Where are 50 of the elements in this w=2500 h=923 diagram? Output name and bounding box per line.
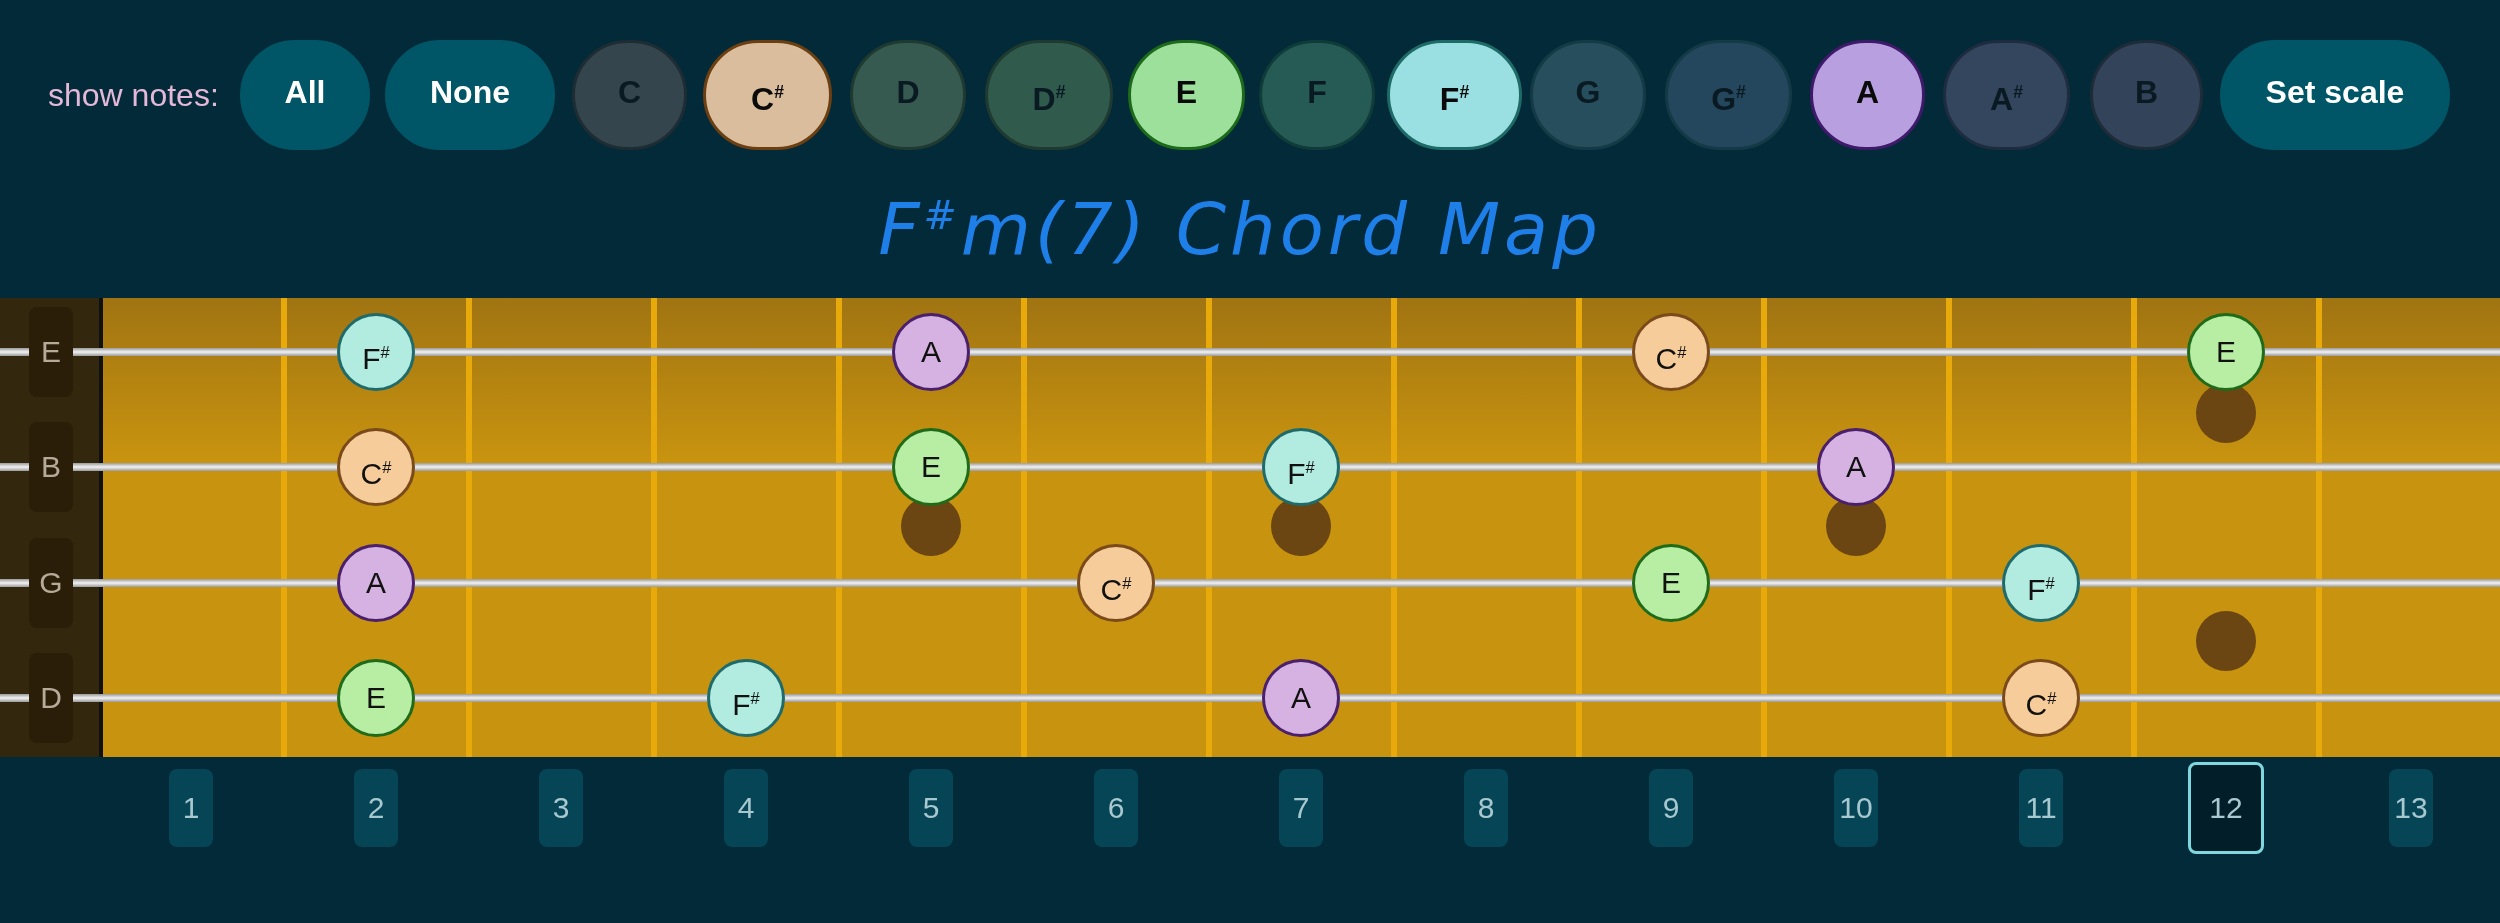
string-label: G <box>29 538 73 628</box>
note-marker: C$^{#}$ <box>1632 313 1710 391</box>
note-marker: F$^{#}$ <box>707 659 785 737</box>
fret-number: 5 <box>909 769 953 847</box>
note-toggle-button: F$^{#}$ <box>1387 40 1522 150</box>
note-toggle-button: A <box>1810 40 1925 150</box>
note-marker: C$^{#}$ <box>337 428 415 506</box>
fret-number: 11 <box>2019 769 2063 847</box>
note-marker: F$^{#}$ <box>2002 544 2080 622</box>
note-toggle-button: B <box>2090 40 2203 150</box>
fret-number: 13 <box>2389 769 2433 847</box>
note-toggle-button: G$^{#}$ <box>1665 40 1792 150</box>
fret-number: 6 <box>1094 769 1138 847</box>
fret-number: 2 <box>354 769 398 847</box>
select-all-button: All <box>240 40 370 150</box>
note-marker: C$^{#}$ <box>1077 544 1155 622</box>
fretboard <box>103 298 2500 757</box>
fret-number: 10 <box>1834 769 1878 847</box>
note-toggle-button: F <box>1259 40 1375 150</box>
fret-number: 7 <box>1279 769 1323 847</box>
note-marker: A <box>1262 659 1340 737</box>
note-marker: E <box>337 659 415 737</box>
chart-title: F$^{#}$m(7) Chord Map <box>877 186 1603 270</box>
note-marker: F$^{#}$ <box>337 313 415 391</box>
note-toggle-button: D <box>850 40 966 150</box>
set-scale-button: Set scale <box>2220 40 2450 150</box>
note-marker: C$^{#}$ <box>2002 659 2080 737</box>
fret-number: 12 <box>2188 762 2264 854</box>
note-marker: F$^{#}$ <box>1262 428 1340 506</box>
fret-number: 4 <box>724 769 768 847</box>
note-marker: A <box>1817 428 1895 506</box>
string-label: E <box>29 307 73 397</box>
note-toggle-button: E <box>1128 40 1245 150</box>
note-toggle-button: C$^{#}$ <box>703 40 832 150</box>
note-toggle-button: A$^{#}$ <box>1943 40 2070 150</box>
string-label: D <box>29 653 73 743</box>
note-marker: E <box>1632 544 1710 622</box>
fret-number: 8 <box>1464 769 1508 847</box>
note-marker: E <box>2187 313 2265 391</box>
fret-number: 1 <box>169 769 213 847</box>
note-marker: A <box>892 313 970 391</box>
note-marker: E <box>892 428 970 506</box>
select-none-button: None <box>385 40 555 150</box>
fret-number: 3 <box>539 769 583 847</box>
note-marker: A <box>337 544 415 622</box>
note-toggle-button: D$^{#}$ <box>985 40 1113 150</box>
string-label: B <box>29 422 73 512</box>
show-notes-label: show notes: <box>48 76 219 115</box>
fret-number: 9 <box>1649 769 1693 847</box>
note-toggle-button: G <box>1530 40 1646 150</box>
